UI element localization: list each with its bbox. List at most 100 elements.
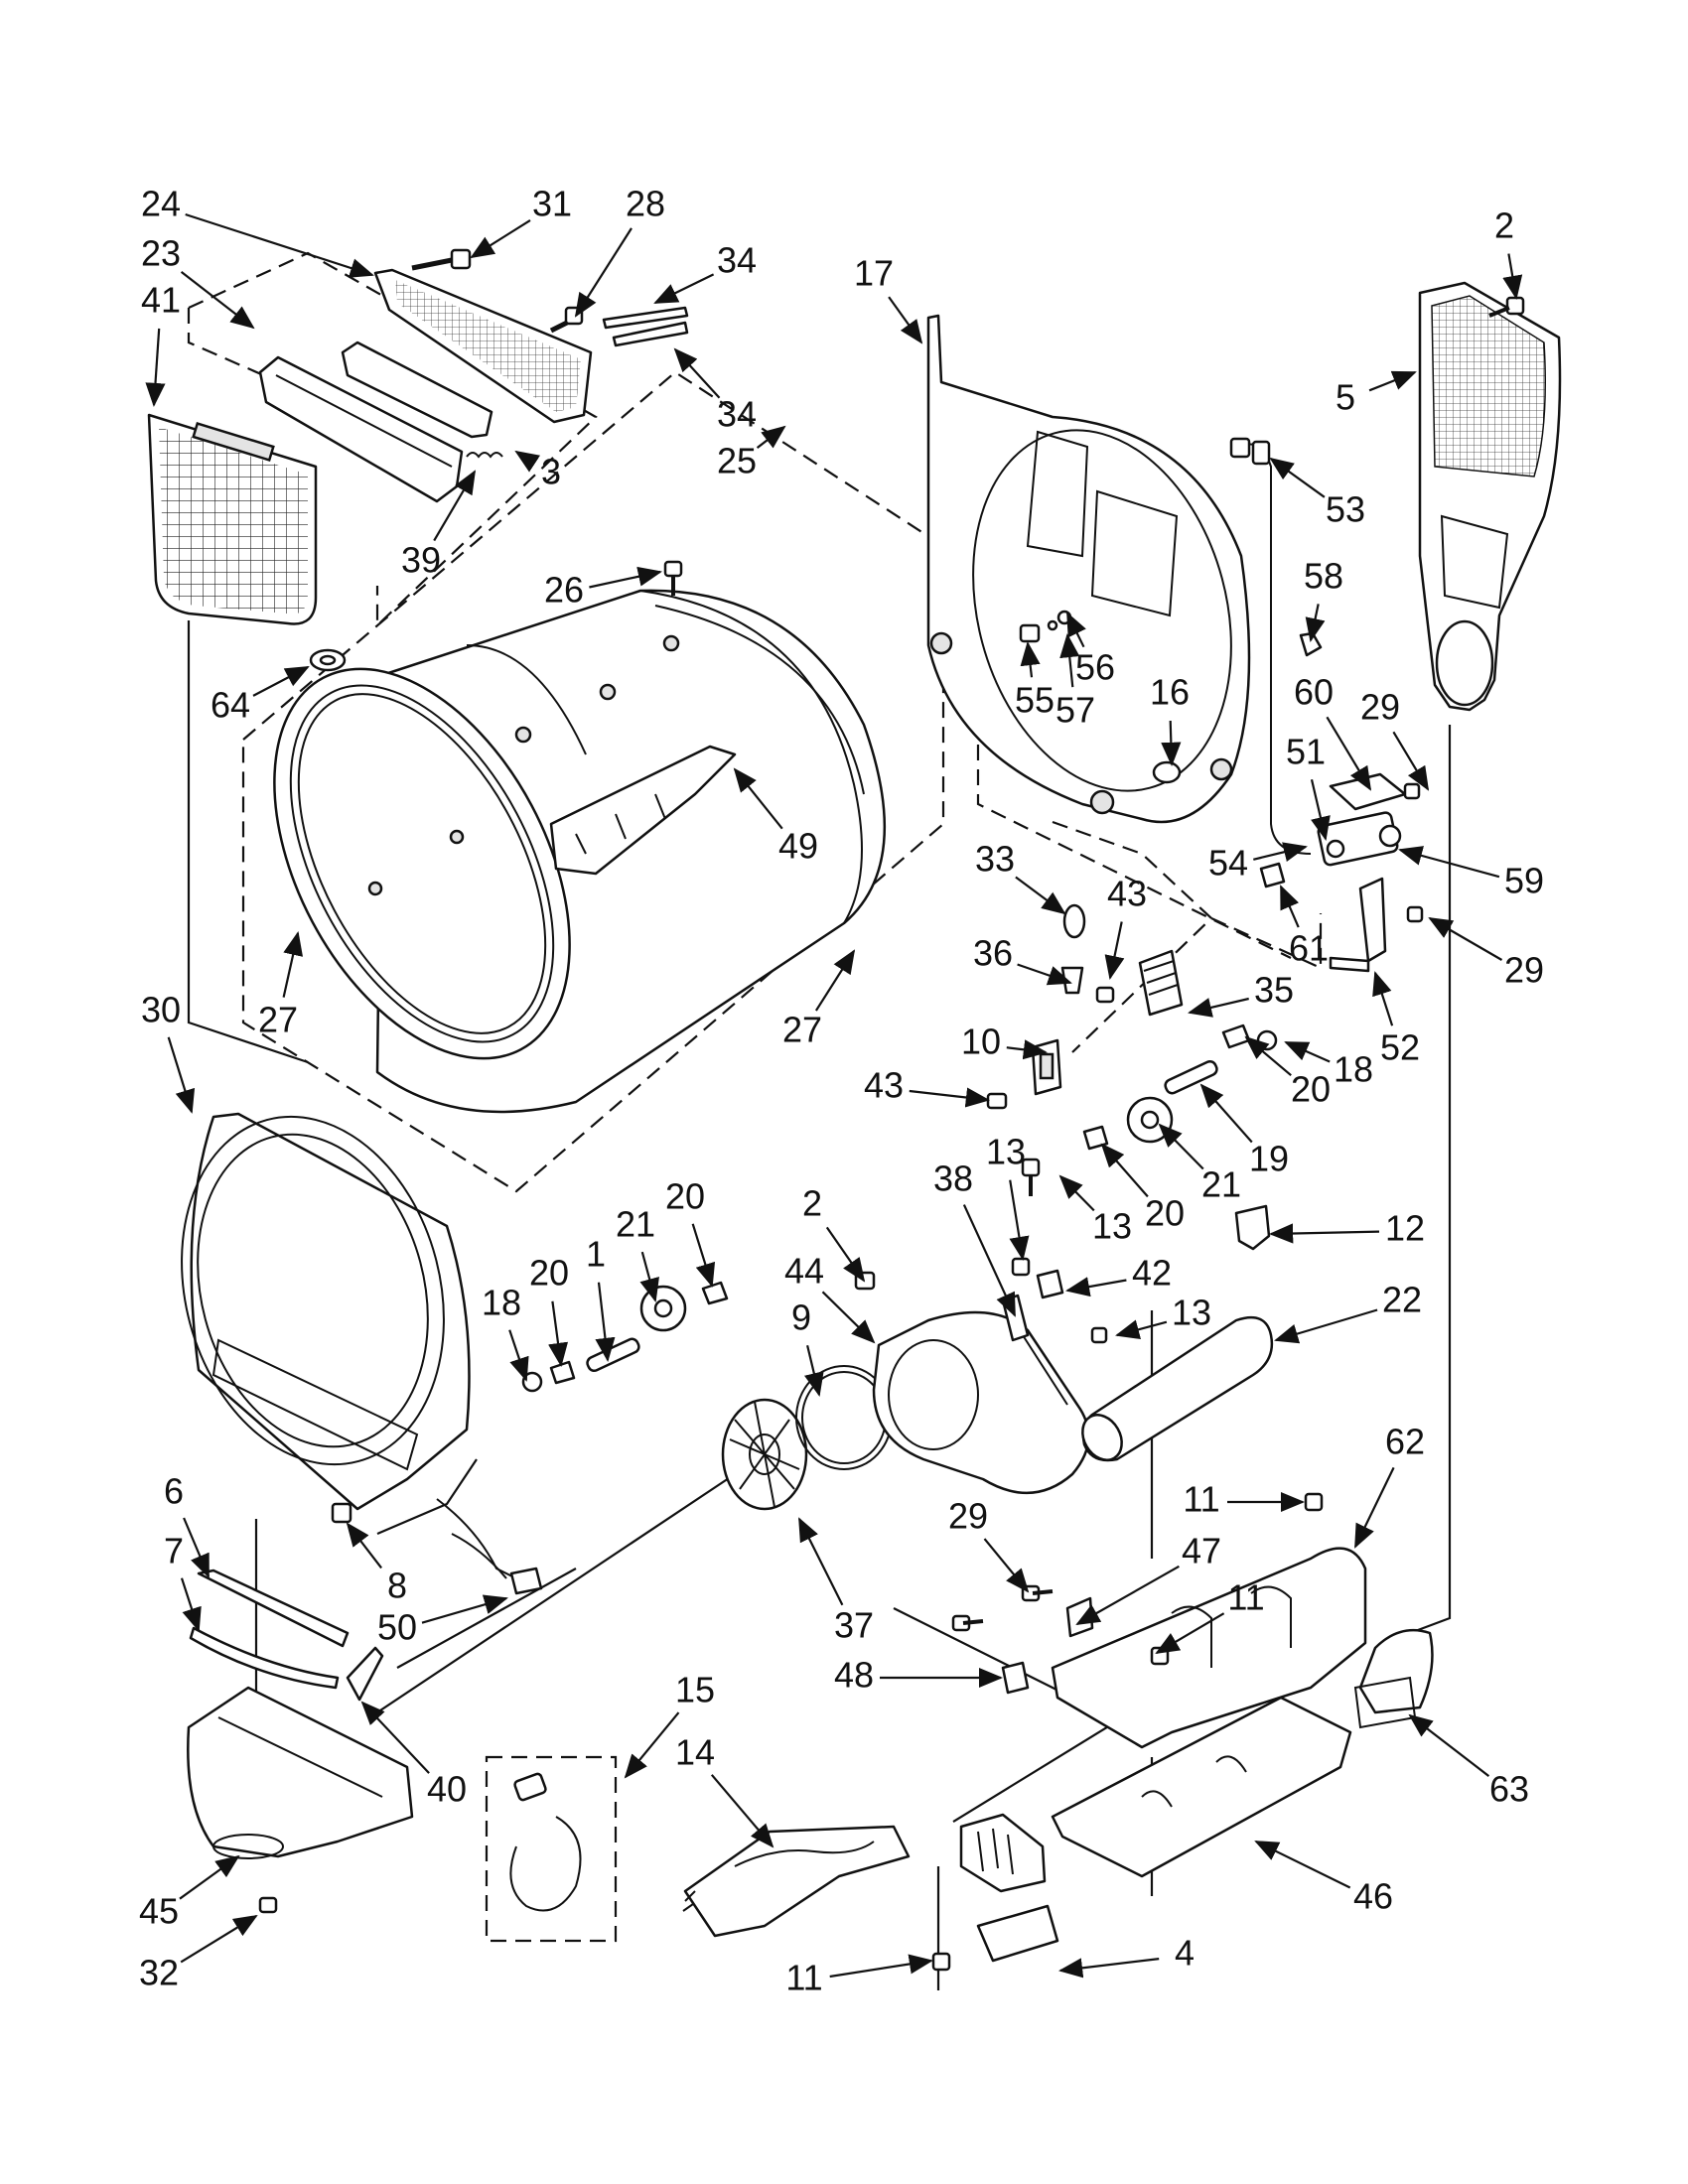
leader-arrow [1158, 1123, 1204, 1170]
leader-arrow [1372, 971, 1394, 1026]
callout-number: 16 [1150, 672, 1190, 713]
callout-number: 1 [586, 1234, 606, 1275]
callout-number: 14 [675, 1732, 715, 1773]
cover-63-part [1353, 1628, 1434, 1729]
bracket-40-part [346, 1646, 384, 1702]
leader-arrow [1075, 1565, 1180, 1625]
clip-48-part [1001, 1661, 1030, 1695]
callout-c3: 3 [514, 450, 561, 492]
callout-number: 64 [211, 685, 250, 726]
callout-number: 48 [834, 1655, 874, 1696]
leader-arrow [710, 1774, 774, 1848]
leader-arrow [825, 1226, 866, 1283]
callout-c20d: 20 [529, 1253, 569, 1367]
lint-filter-housing-part [373, 268, 593, 424]
callout-c7: 7 [164, 1531, 202, 1632]
callout-number: 8 [387, 1566, 407, 1606]
callout-c51: 51 [1286, 732, 1331, 841]
leader-arrow [185, 212, 374, 278]
leader-arrow [1065, 1277, 1127, 1297]
callout-number: 61 [1289, 928, 1329, 969]
glide-8-part [331, 1502, 352, 1524]
callout-number: 25 [717, 441, 757, 481]
screw-31-part [411, 248, 472, 271]
callout-c5: 5 [1336, 370, 1417, 418]
lint-screen-part [147, 413, 318, 625]
callout-c9: 9 [791, 1297, 824, 1397]
leader-arrow [167, 1036, 196, 1114]
callout-c34a: 34 [653, 240, 757, 304]
leader-arrow [1354, 1466, 1395, 1549]
callout-c39: 39 [401, 470, 477, 581]
tape-34-part [602, 306, 689, 347]
callout-number: 55 [1015, 680, 1055, 721]
callout-number: 22 [1382, 1280, 1422, 1320]
callout-number: 12 [1385, 1208, 1425, 1249]
callout-c49: 49 [733, 767, 818, 867]
thermistor-33-part [1060, 903, 1086, 995]
callout-c57: 57 [1055, 632, 1095, 731]
leader-arrow [653, 273, 715, 304]
callout-number: 54 [1208, 843, 1248, 884]
leader-arrow [1155, 1612, 1225, 1655]
callout-c18a: 18 [1284, 1040, 1373, 1090]
leader-arrow [346, 1522, 382, 1570]
leader-arrow [1020, 640, 1041, 678]
screw-32-part [258, 1896, 278, 1914]
leader-arrow [1368, 370, 1417, 392]
leader-arrow [180, 1577, 202, 1632]
callout-number: 23 [141, 233, 181, 274]
callout-c20b: 20 [1100, 1143, 1185, 1234]
callout-c50: 50 [377, 1594, 508, 1648]
callout-c36: 36 [973, 933, 1072, 986]
leader-arrow [595, 1282, 616, 1363]
callout-number: 24 [141, 184, 181, 224]
front-roller-assembly-part [521, 1281, 729, 1393]
leader-arrow [252, 666, 310, 697]
leader-arrow [798, 1517, 844, 1606]
callout-c40: 40 [360, 1701, 467, 1810]
callout-c2b: 2 [802, 1183, 866, 1283]
callout-c20c: 20 [665, 1176, 716, 1288]
callout-number: 10 [961, 1022, 1001, 1062]
callout-c47: 47 [1075, 1531, 1221, 1625]
leader-arrow [1104, 921, 1125, 980]
rear-bulkhead-part [926, 314, 1251, 824]
drum-group-outline [241, 370, 945, 1193]
callout-number: 20 [1291, 1069, 1331, 1110]
callout-c48: 48 [834, 1655, 1004, 1696]
screw-43b-part [986, 1092, 1008, 1110]
leader-arrow [470, 218, 531, 259]
callout-number: 57 [1055, 690, 1095, 731]
leader-arrow [1009, 1179, 1030, 1261]
callout-number: 53 [1326, 489, 1365, 530]
leader-arrow [1188, 997, 1249, 1018]
callout-number: 2 [1494, 205, 1514, 246]
callout-c21a: 21 [1158, 1123, 1241, 1205]
callout-number: 31 [532, 184, 572, 224]
callout-number: 47 [1182, 1531, 1221, 1571]
callout-c18b: 18 [482, 1283, 529, 1382]
bracket-4-part [959, 1813, 1059, 1963]
callout-c4: 4 [1057, 1933, 1195, 1979]
callout-c19: 19 [1199, 1083, 1289, 1179]
heater-kit-15-part [509, 1772, 582, 1912]
callout-c43b: 43 [864, 1065, 991, 1108]
callout-number: 38 [933, 1159, 973, 1199]
leader-arrow [1392, 731, 1430, 791]
callout-c29a: 29 [1360, 687, 1430, 791]
roller-16-part [1152, 760, 1182, 784]
leader-arrow [508, 1329, 529, 1382]
callout-c1: 1 [586, 1234, 616, 1363]
callout-c31: 31 [470, 184, 572, 259]
callout-number: 56 [1075, 647, 1115, 688]
callout-number: 63 [1489, 1769, 1529, 1810]
leader-arrow [1057, 1958, 1160, 1979]
callout-c15: 15 [624, 1670, 715, 1779]
callout-number: 29 [1360, 687, 1400, 728]
leader-arrow [1502, 253, 1523, 300]
leader-arrow [548, 1300, 569, 1367]
callout-number: 58 [1304, 556, 1343, 597]
callout-number: 51 [1286, 732, 1326, 772]
